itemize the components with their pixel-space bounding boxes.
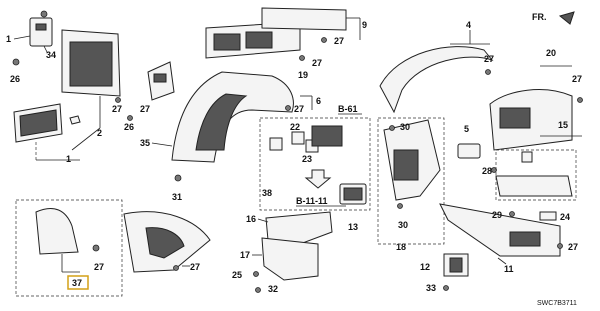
callout-27-j: 27 (568, 242, 578, 252)
callout-26-mid: 26 (124, 122, 134, 132)
callout-37: 37 (72, 278, 82, 288)
callout-27-c: 27 (334, 36, 344, 46)
part-glove-box-18 (383, 119, 441, 201)
callout-17: 17 (240, 250, 250, 260)
callout-27-a: 27 (112, 104, 122, 114)
callout-33: 33 (426, 283, 436, 293)
orientation-mark: FR. (532, 12, 547, 22)
callout-2: 2 (97, 128, 102, 138)
part-garnish-20 (489, 89, 573, 151)
part-clip-26 (12, 58, 20, 66)
callout-26-left: 26 (10, 74, 20, 84)
callout-27-e: 27 (294, 104, 304, 114)
callout-27-i: 27 (572, 74, 582, 84)
part-vent-19 (205, 21, 301, 59)
callout-16: 16 (246, 214, 256, 224)
callout-23: 23 (302, 154, 312, 164)
reference-b11-11: B-11-11 (296, 196, 328, 206)
callout-37-box (67, 275, 89, 290)
part-column-cover-16 (265, 211, 333, 245)
part-tray (495, 151, 573, 197)
callout-12: 12 (420, 262, 430, 272)
part-bracket-12 (443, 253, 469, 277)
callout-27-f: 27 (94, 262, 104, 272)
callout-34: 34 (46, 50, 56, 60)
callout-1: 1 (66, 154, 71, 164)
callout-27-g: 27 (190, 262, 200, 272)
callout-30-b: 30 (398, 220, 408, 230)
callout-18: 18 (396, 242, 406, 252)
callout-13: 13 (348, 222, 358, 232)
part-meter-visor-4 (379, 46, 494, 114)
callout-20: 20 (546, 48, 556, 58)
callout-29: 29 (492, 210, 502, 220)
callout-31: 31 (172, 192, 182, 202)
part-panel-1 (13, 103, 63, 143)
callout-5: 5 (464, 124, 469, 134)
callout-38: 38 (262, 188, 272, 198)
callout-28: 28 (482, 166, 492, 176)
part-dash-frame (171, 71, 294, 163)
part-lid-9 (261, 7, 347, 31)
callout-8: 1 (6, 34, 11, 44)
callout-27-h: 27 (484, 54, 494, 64)
callout-30-a: 30 (400, 122, 410, 132)
part-switch-5 (457, 143, 481, 159)
part-column-cover-17 (261, 237, 319, 281)
callout-6: 6 (316, 96, 321, 106)
callout-24: 24 (560, 212, 570, 222)
callout-15: 15 (558, 120, 568, 130)
reference-b61: B-61 (338, 104, 358, 114)
catalog-code: SWC7B3711 (537, 300, 577, 307)
part-console-panel (123, 211, 211, 273)
part-pocket-13 (339, 183, 367, 205)
callout-25: 25 (232, 270, 242, 280)
part-display-bezel-2 (61, 29, 121, 97)
callout-19: 19 (298, 70, 308, 80)
callout-32: 32 (268, 284, 278, 294)
orientation-arrow (558, 11, 575, 25)
callout-35: 35 (140, 138, 150, 148)
callout-4: 4 (466, 20, 471, 30)
part-clip-small (69, 115, 81, 125)
part-switch-26 (147, 61, 175, 101)
callout-11: 11 (504, 264, 514, 274)
callout-27-b: 27 (140, 104, 150, 114)
callout-9: 9 (362, 20, 367, 30)
callout-27-d: 27 (312, 58, 322, 68)
part-bracket-8 (29, 10, 53, 47)
part-lower-cover-11 (439, 203, 561, 257)
part-switch-22 (269, 131, 319, 153)
part-switch-23 (311, 125, 343, 147)
callout-22: 22 (290, 122, 300, 132)
part-shift-boot (35, 208, 79, 255)
